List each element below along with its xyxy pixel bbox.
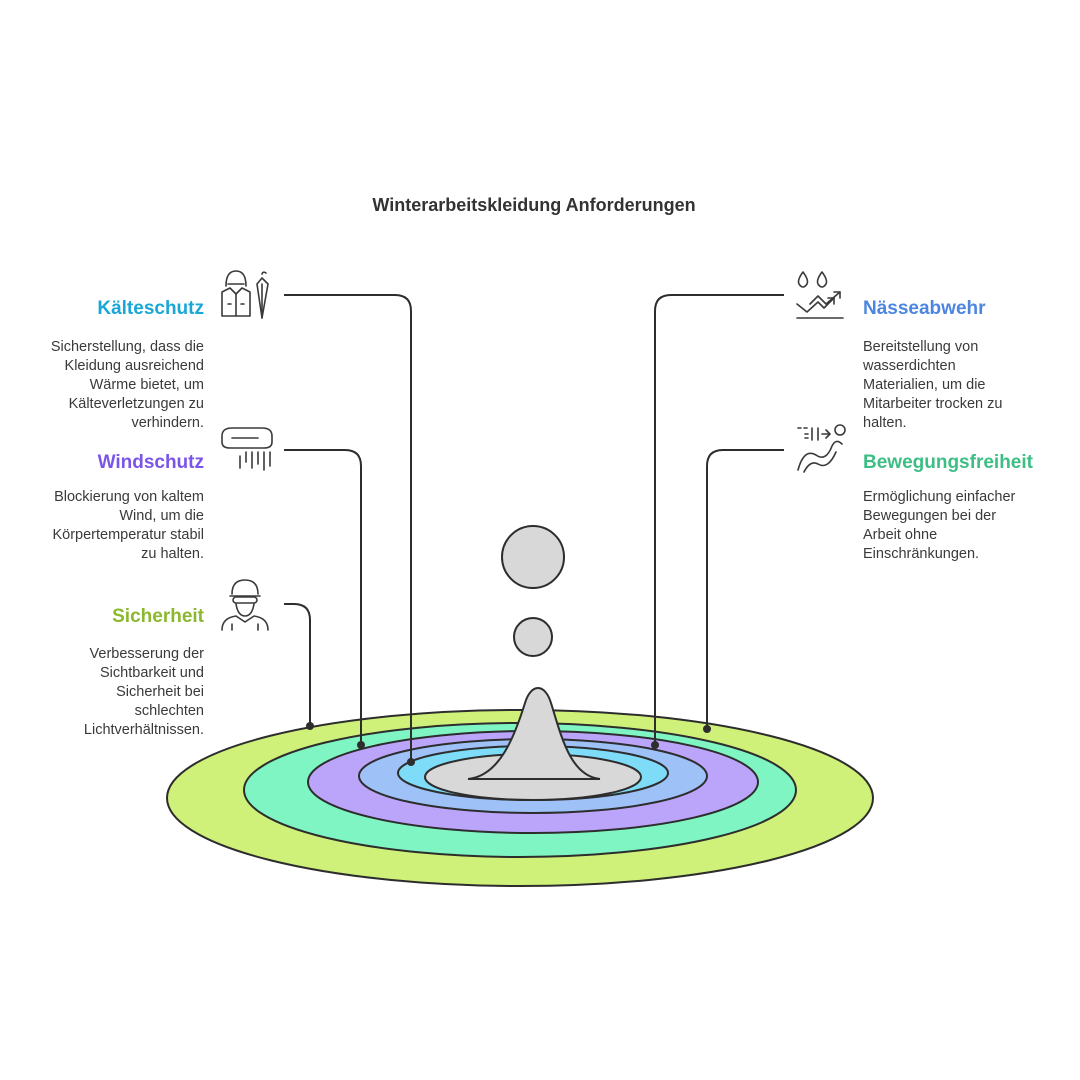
connector-dot-move [703, 725, 711, 733]
desc-cold: Sicherstellung, dass die Kleidung ausrei… [51, 338, 204, 433]
desc-line: zu halten. [141, 546, 204, 562]
desc-line: Bewegungen bei der [863, 508, 997, 524]
desc-line: Mitarbeiter trocken zu [863, 396, 1003, 412]
drop-small [513, 617, 553, 657]
desc-wind: Blockierung von kaltem Wind, um die Körp… [52, 488, 204, 564]
desc-line: Wind, um die [119, 508, 204, 524]
desc-line: Arbeit ohne [863, 527, 938, 543]
desc-move: Ermöglichung einfacher Bewegungen bei de… [863, 488, 1015, 564]
desc-line: Wärme bietet, um [89, 377, 204, 393]
connector-cold [284, 294, 412, 762]
desc-line: Blockierung von kaltem [54, 489, 204, 505]
desc-line: schlechten [134, 703, 204, 719]
desc-line: Kälteverletzungen zu [68, 396, 204, 412]
heading-safety: Sicherheit [112, 606, 204, 627]
desc-line: wasserdichten [863, 358, 956, 374]
desc-line: Materialien, um die [863, 377, 986, 393]
connector-dot-cold [407, 758, 415, 766]
splash-peak [467, 687, 601, 780]
raincoat-umbrella-icon [221, 270, 269, 319]
wind-icon [221, 427, 273, 471]
connector-wet [654, 294, 784, 745]
worker-goggles-icon [221, 579, 269, 631]
desc-line: Sicherstellung, dass die [50, 339, 204, 355]
heading-wind: Windschutz [97, 452, 204, 473]
drop-large [501, 525, 565, 589]
desc-line: Sichtbarkeit und [100, 665, 204, 681]
desc-line: Einschränkungen. [863, 546, 980, 562]
desc-line: Kleidung ausreichend [64, 358, 204, 374]
water-drops-icon [796, 271, 844, 319]
connector-safety [284, 603, 311, 726]
desc-line: Ermöglichung einfacher [863, 489, 1016, 505]
heading-move: Bewegungsfreiheit [863, 452, 1033, 473]
movement-icon [797, 424, 846, 473]
desc-line: halten. [863, 415, 907, 431]
desc-line: Lichtverhältnissen. [83, 722, 204, 738]
diagram-title: Winterarbeitskleidung Anforderungen [372, 195, 696, 215]
heading-wet: Nässeabwehr [863, 298, 986, 319]
desc-line: verhindern. [131, 415, 204, 431]
desc-safety: Verbesserung der Sichtbarkeit und Sicher… [84, 645, 204, 740]
connector-dot-wind [357, 741, 365, 749]
desc-line: Bereitstellung von [863, 339, 979, 355]
connector-dot-safety [306, 722, 314, 730]
connector-dot-wet [651, 741, 659, 749]
heading-cold: Kälteschutz [97, 298, 204, 319]
connector-move [706, 449, 784, 729]
desc-line: Verbesserung der [89, 646, 204, 662]
desc-line: Sicherheit bei [116, 684, 204, 700]
connector-wind [284, 449, 362, 745]
desc-line: Körpertemperatur stabil [52, 527, 204, 543]
desc-wet: Bereitstellung von wasserdichten Materia… [863, 338, 1002, 433]
